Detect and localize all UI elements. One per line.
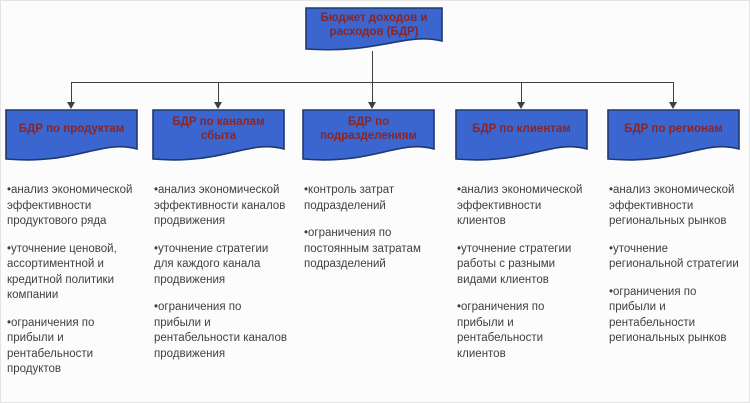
root-node: Бюджет доходов и расходов (БДР) <box>305 7 443 57</box>
branch-sales-channels: БДР по каналам сбыта анализ экономическо… <box>152 109 292 374</box>
document-shape-icon <box>455 109 588 161</box>
arrow-down-icon <box>67 102 75 109</box>
node-regions-label: БДР по регионам <box>624 123 723 135</box>
node-clients-label: БДР по клиентам <box>472 123 571 135</box>
arrow-down-icon <box>669 102 677 109</box>
node-products: БДР по продуктам <box>5 109 138 167</box>
bullet-item: уточнение ценовой, ассортиментной и кред… <box>7 242 143 304</box>
branch-clients: БДР по клиентам анализ экономической эфф… <box>455 109 595 374</box>
bullet-list-departments: контроль затрат подразделений ограничени… <box>302 183 440 273</box>
document-shape-icon <box>607 109 740 161</box>
document-shape-icon <box>152 109 285 161</box>
bullet-list-products: анализ экономической эффективности проду… <box>5 183 143 378</box>
bullet-item: ограничения по прибыли и рентабельности … <box>457 300 593 362</box>
bullet-item: ограничения по прибыли и рентабельности … <box>609 285 745 347</box>
bullet-list-regions: анализ экономической эффективности регио… <box>607 183 745 347</box>
root-node-label: Бюджет доходов и расходов (БДР) <box>320 12 428 38</box>
connector-drop-regions <box>673 82 674 103</box>
node-sales-channels: БДР по каналам сбыта <box>152 109 285 167</box>
bullet-item: анализ экономической эффективности канал… <box>154 183 290 230</box>
connector-drop-clients <box>521 82 522 103</box>
node-departments-label: БДР по подразделениям <box>320 116 417 142</box>
document-shape-icon <box>5 109 138 161</box>
bullet-item: анализ экономической эффективности клиен… <box>457 183 593 230</box>
bullet-item: анализ экономической эффективности проду… <box>7 183 143 230</box>
node-departments: БДР по подразделениям <box>302 109 435 167</box>
bullet-item: ограничения по прибыли и рентабельности … <box>154 300 290 362</box>
branch-departments: БДР по подразделениям контроль затрат по… <box>302 109 442 285</box>
bullet-item: анализ экономической эффективности регио… <box>609 183 745 230</box>
branch-products: БДР по продуктам анализ экономической эф… <box>5 109 145 390</box>
bullet-item: уточнение стратегии для каждого канала п… <box>154 242 290 289</box>
document-shape-icon <box>305 7 443 51</box>
bullet-item: уточнение стратегии работы с разными вид… <box>457 242 593 289</box>
arrow-down-icon <box>368 102 376 109</box>
node-sales-channels-label: БДР по каналам сбыта <box>172 116 265 142</box>
node-products-label: БДР по продуктам <box>18 123 125 135</box>
node-regions: БДР по регионам <box>607 109 740 167</box>
branch-regions: БДР по регионам анализ экономической эфф… <box>607 109 747 359</box>
connector-drop-products <box>71 82 72 103</box>
bullet-item: контроль затрат подразделений <box>304 183 440 214</box>
connector-horizontal <box>71 82 674 83</box>
document-shape-icon <box>302 109 435 161</box>
bullet-list-clients: анализ экономической эффективности клиен… <box>455 183 593 362</box>
arrow-down-icon <box>214 102 222 109</box>
connector-drop-sales-channels <box>218 82 219 103</box>
node-clients: БДР по клиентам <box>455 109 588 167</box>
bullet-item: ограничения по прибыли и рентабельности … <box>7 316 143 378</box>
bullet-item: ограничения по постоянным затратам подра… <box>304 226 440 273</box>
bullet-item: уточнение региональной стратегии <box>609 242 745 273</box>
bullet-list-sales-channels: анализ экономической эффективности канал… <box>152 183 290 362</box>
connector-stub-center <box>372 51 373 103</box>
arrow-down-icon <box>517 102 525 109</box>
